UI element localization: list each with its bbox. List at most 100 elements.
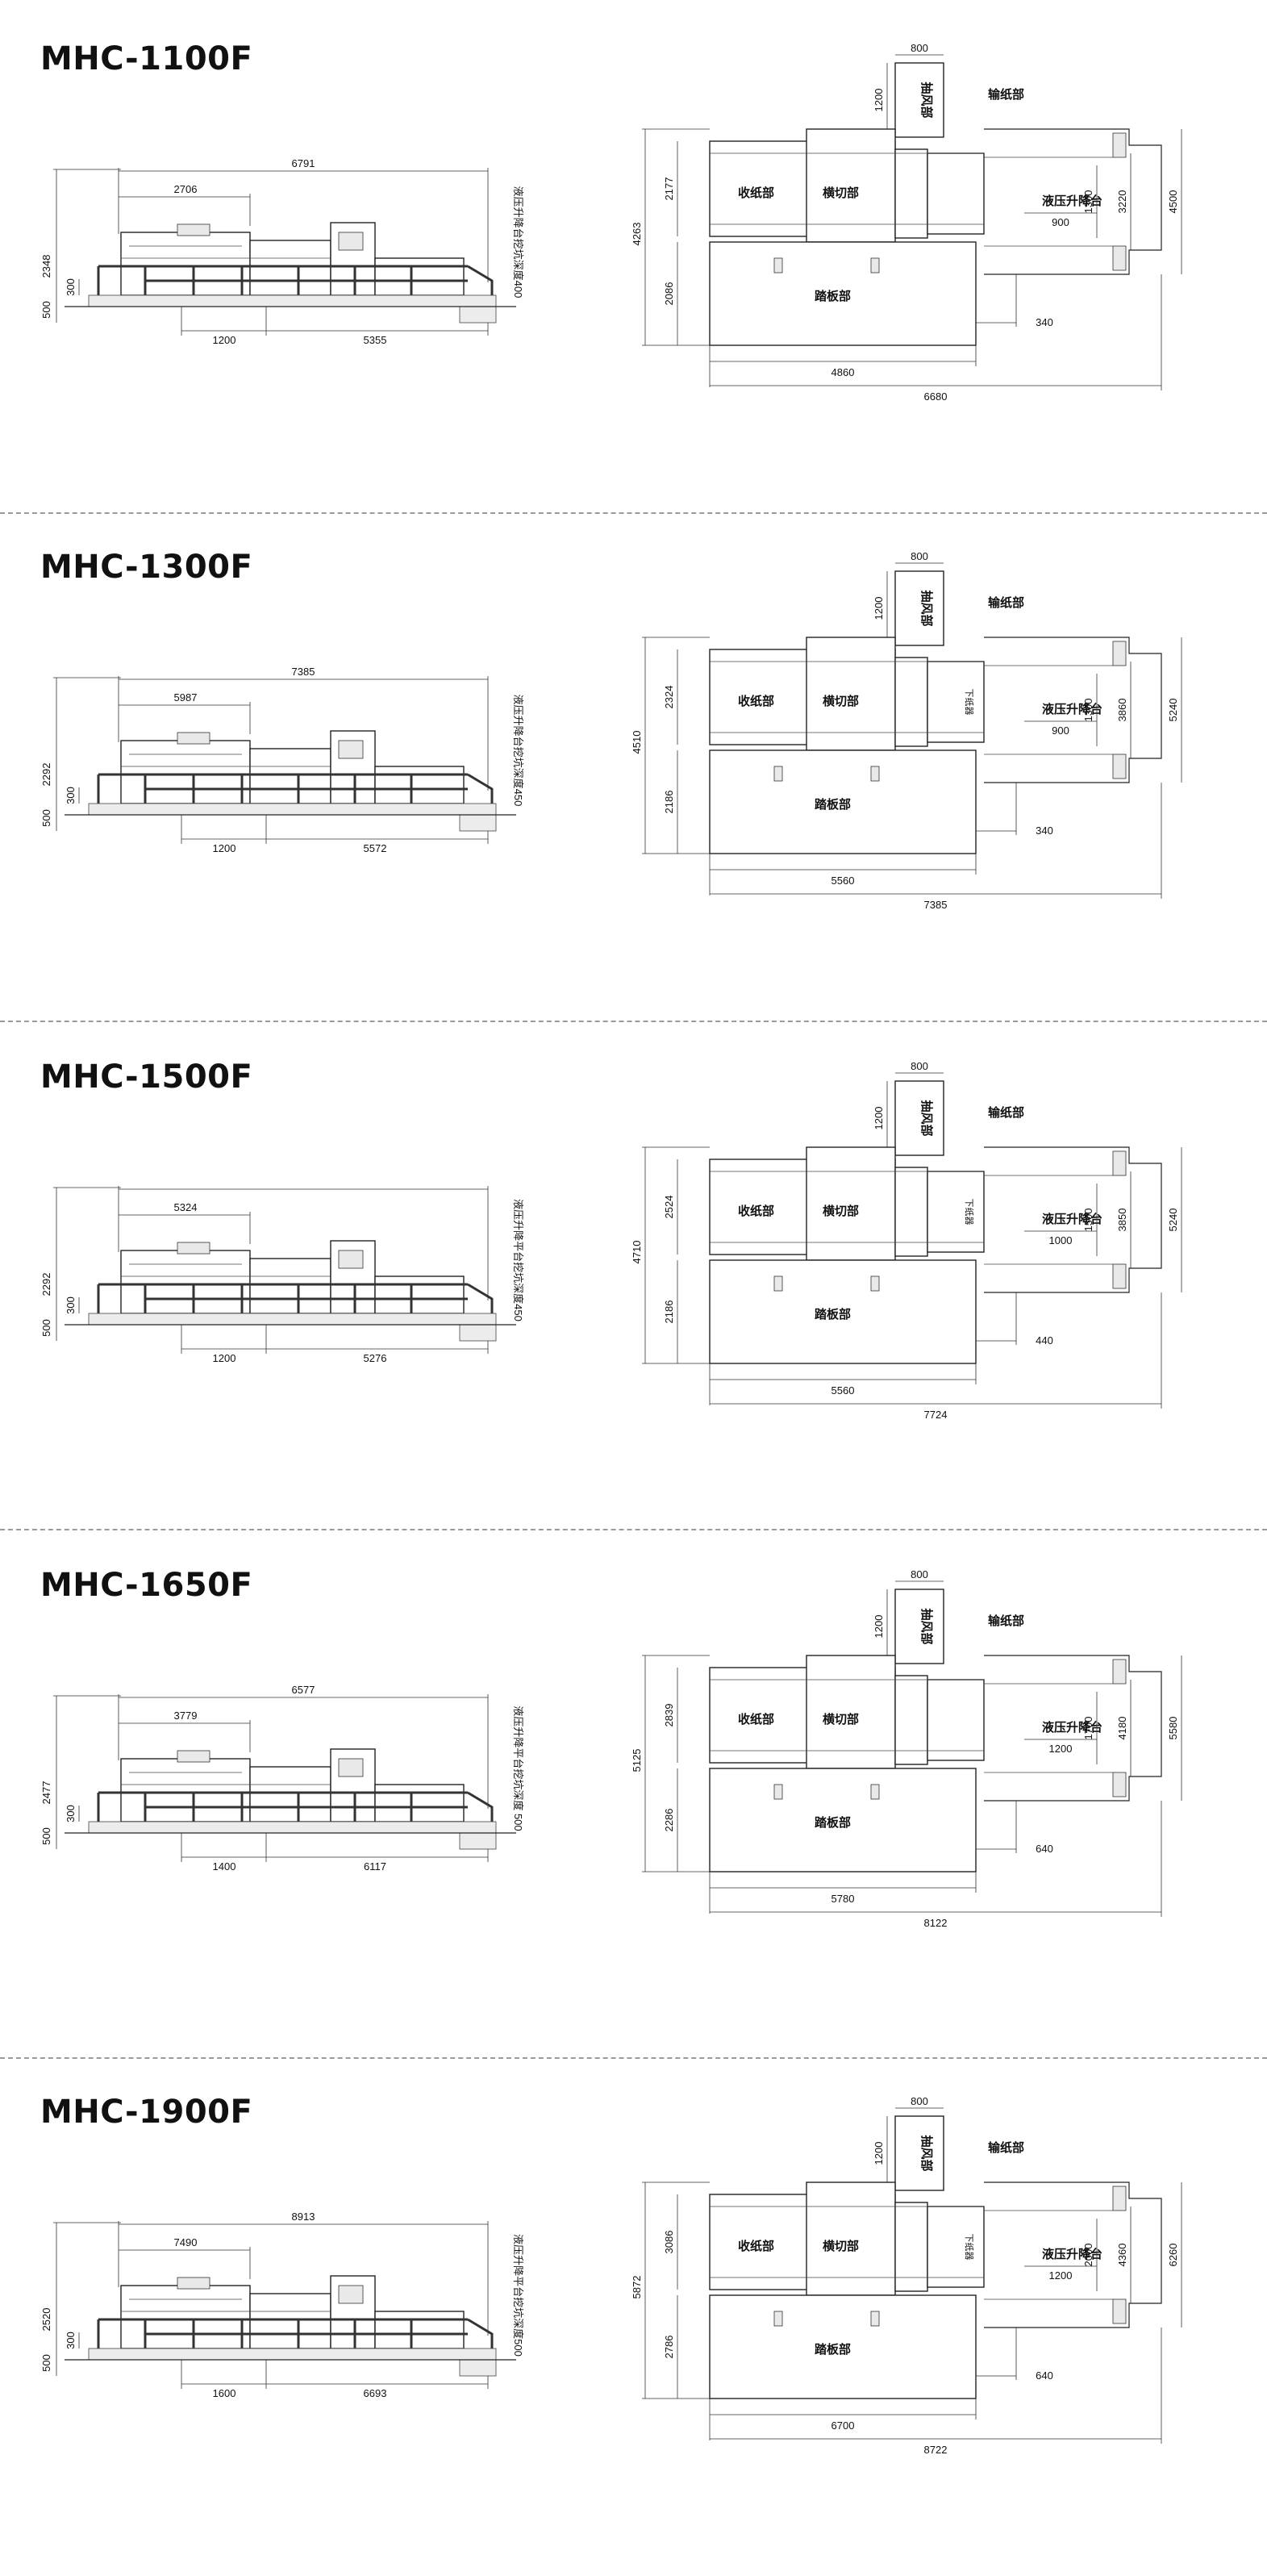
drawing-line bbox=[1112, 754, 1127, 779]
drawing-line bbox=[1112, 641, 1127, 666]
bottom-right-label: 6117 bbox=[364, 1860, 386, 1873]
base-height-label: 500 bbox=[40, 809, 52, 827]
right-dim-2: 3220 bbox=[1116, 190, 1128, 214]
feeder-section-label: 输纸部 bbox=[988, 1614, 1024, 1628]
top-plan-drawing: 800 1200 抽风部 输纸部 收纸部 横切部 下纸器 液压升降台 1200 bbox=[631, 2095, 1182, 2456]
lift-pit bbox=[459, 1832, 497, 1850]
feed-table bbox=[927, 661, 985, 743]
right-dim-3: 5580 bbox=[1167, 1717, 1179, 1740]
top-plan-drawing: 800 1200 抽风部 输纸部 收纸部 横切部 下纸器 液压升降台 900 bbox=[631, 550, 1182, 911]
drawing-line bbox=[1112, 245, 1127, 271]
side-elevation-drawing: 6791 2706 bbox=[40, 157, 524, 346]
right-dim-1: 1300 bbox=[1082, 190, 1094, 214]
inner-length-label: 5324 bbox=[174, 1201, 198, 1213]
floor-base bbox=[88, 2348, 497, 2361]
lift-pit bbox=[459, 814, 497, 832]
overall-length-label: 6577 bbox=[292, 1684, 315, 1696]
floor-base bbox=[88, 1313, 497, 1326]
bottom-right-label: 5572 bbox=[364, 842, 387, 854]
aux-unit-label: 下纸器 bbox=[964, 2234, 974, 2261]
lift-table-label: 液压升降台 bbox=[1042, 1212, 1102, 1226]
upper-height-label: 2524 bbox=[663, 1196, 675, 1219]
lower-height-label: 2186 bbox=[663, 791, 675, 814]
lower-height-label: 2286 bbox=[663, 1809, 675, 1832]
lift-width-label: 900 bbox=[1052, 216, 1069, 228]
offset-label: 440 bbox=[1036, 1334, 1053, 1346]
floor-base bbox=[88, 1821, 497, 1834]
transfer-section bbox=[894, 1675, 928, 1765]
inner-length-label: 5560 bbox=[831, 875, 855, 887]
walkway-platform bbox=[709, 2294, 977, 2399]
platform-section-label: 踏板部 bbox=[815, 1307, 851, 1321]
base-height-label: 500 bbox=[40, 1827, 52, 1845]
exhaust-fan-box bbox=[894, 1080, 944, 1156]
drawing-line bbox=[870, 1784, 880, 1800]
floor-base bbox=[88, 803, 497, 816]
delivery-section-label: 收纸部 bbox=[738, 694, 774, 708]
walkway-platform bbox=[709, 1259, 977, 1364]
fan-height-label: 1200 bbox=[873, 89, 885, 112]
side-elevation-drawing: 6577 3779 bbox=[40, 1684, 524, 1873]
lower-height-label: 2786 bbox=[663, 2336, 675, 2359]
drawing-line bbox=[338, 2285, 364, 2304]
upper-height-label: 2177 bbox=[663, 177, 675, 201]
base-height-label: 500 bbox=[40, 1319, 52, 1337]
total-length-label: 7724 bbox=[924, 1409, 948, 1421]
cutting-unit bbox=[249, 240, 331, 296]
inner-length-label: 7490 bbox=[174, 2236, 198, 2248]
step-height-label: 300 bbox=[65, 1805, 77, 1822]
offset-label: 340 bbox=[1036, 316, 1053, 328]
model-section: MHC-1650F 6577 3779 bbox=[0, 1567, 1267, 1986]
platform-section-label: 踏板部 bbox=[815, 289, 851, 303]
model-section: MHC-1500F 5324 bbox=[0, 1058, 1267, 1478]
floor-base bbox=[88, 294, 497, 307]
delivery-unit bbox=[120, 2285, 251, 2349]
total-height-label: 4263 bbox=[631, 223, 643, 246]
right-dim-3: 5240 bbox=[1167, 1209, 1179, 1232]
cutting-unit bbox=[249, 748, 331, 804]
pit-depth-note: 液压升降台挖坑深度450 bbox=[512, 695, 524, 807]
drawing-line bbox=[870, 2311, 880, 2327]
drawing-line bbox=[1112, 132, 1127, 158]
total-length-label: 8722 bbox=[924, 2444, 948, 2456]
cutter-section-label: 横切部 bbox=[823, 1204, 859, 1218]
pit-depth-note: 液压升降平台挖坑深度 500 bbox=[512, 1706, 524, 1831]
height-label: 2292 bbox=[40, 763, 52, 787]
drawing-line bbox=[773, 257, 783, 273]
cut-section bbox=[806, 1655, 896, 1769]
drawing-line bbox=[1112, 1772, 1127, 1797]
right-dim-2: 4360 bbox=[1116, 2244, 1128, 2267]
feeder-frame-outline bbox=[984, 637, 1162, 783]
exhaust-fan-box bbox=[894, 1589, 944, 1664]
feeder-frame-outline bbox=[984, 2181, 1162, 2328]
height-label: 2292 bbox=[40, 1273, 52, 1296]
bottom-left-label: 1200 bbox=[213, 334, 236, 346]
drawing-line bbox=[338, 1250, 364, 1269]
right-dim-1: 1500 bbox=[1082, 1209, 1094, 1232]
bottom-left-label: 1600 bbox=[213, 2387, 236, 2399]
drawing-line bbox=[338, 232, 364, 251]
cutter-section-label: 横切部 bbox=[823, 2239, 859, 2253]
cutting-unit bbox=[249, 1766, 331, 1822]
side-elevation-drawing: 5324 bbox=[40, 1186, 524, 1364]
cutting-unit bbox=[249, 1258, 331, 1314]
inner-length-label: 2706 bbox=[174, 183, 198, 195]
exhaust-fan-box bbox=[894, 570, 944, 646]
bottom-right-label: 5276 bbox=[364, 1352, 387, 1364]
lift-table-label: 液压升降台 bbox=[1042, 1720, 1102, 1735]
drawing-line bbox=[773, 1784, 783, 1800]
model-section: MHC-1100F 6791 2706 bbox=[0, 40, 1267, 460]
right-dim-2: 4180 bbox=[1116, 1717, 1128, 1740]
upper-height-label: 2839 bbox=[663, 1704, 675, 1727]
platform-section-label: 踏板部 bbox=[815, 2342, 851, 2357]
fan-width-label: 800 bbox=[911, 2095, 928, 2107]
delivery-section-label: 收纸部 bbox=[738, 1712, 774, 1726]
lift-width-label: 1200 bbox=[1049, 2269, 1073, 2282]
model-title: MHC-1300F bbox=[40, 549, 253, 586]
step-height-label: 300 bbox=[65, 2332, 77, 2349]
lift-table-label: 液压升降台 bbox=[1042, 194, 1102, 208]
walkway-platform bbox=[709, 241, 977, 346]
height-label: 2348 bbox=[40, 255, 52, 278]
feeder-section-label: 输纸部 bbox=[988, 87, 1024, 102]
inner-length-label: 5780 bbox=[831, 1893, 855, 1905]
